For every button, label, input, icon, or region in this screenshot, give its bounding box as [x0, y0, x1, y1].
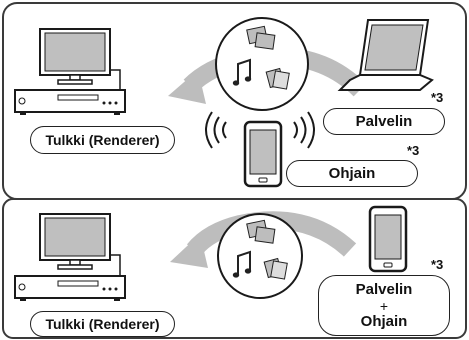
wireless-signal-right-icon: [293, 111, 315, 149]
top-server-note: *3: [431, 90, 444, 105]
bottom-renderer-label: Tulkki (Renderer): [30, 311, 175, 337]
bottom-controller-text: Ohjain: [360, 312, 408, 330]
media-circle-bottom: [217, 213, 303, 299]
smartphone-icon-bottom: [368, 205, 408, 273]
bottom-server-text: Palvelin: [355, 280, 413, 298]
tv-icon-bottom: [39, 213, 121, 276]
bottom-note: *3: [431, 257, 444, 272]
media-circle: [215, 17, 309, 111]
blu-ray-player-icon-bottom: [14, 275, 126, 301]
photos-icon: [246, 25, 276, 50]
smartphone-icon: [243, 120, 283, 188]
bottom-plus-text: +: [379, 297, 389, 314]
video-clips-icon: [263, 257, 288, 280]
music-note-icon: [232, 58, 252, 86]
music-note-icon: [232, 250, 252, 278]
wireless-signal-left-icon: [205, 111, 227, 149]
top-controller-label: Ohjain: [286, 160, 418, 187]
top-renderer-label: Tulkki (Renderer): [30, 126, 175, 154]
video-clips-icon: [265, 67, 290, 90]
laptop-icon: [337, 19, 434, 91]
tv-icon: [39, 28, 121, 90]
photos-icon: [246, 219, 276, 244]
top-controller-note: *3: [407, 143, 420, 158]
blu-ray-player-icon: [14, 89, 126, 115]
top-server-label: Palvelin: [323, 108, 445, 135]
bottom-server-controller-label: Palvelin + Ohjain: [318, 275, 450, 336]
